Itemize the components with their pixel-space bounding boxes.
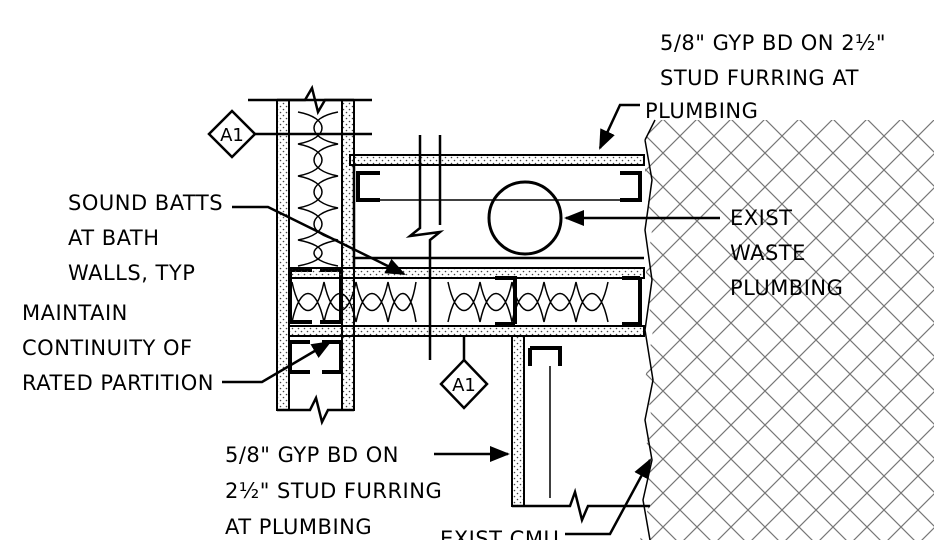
section-tag-top: A1 [207, 109, 257, 159]
svg-text:5/8" GYP BD ON 2½": 5/8" GYP BD ON 2½" [660, 31, 886, 55]
svg-text:AT BATH: AT BATH [68, 226, 160, 250]
lower-furring [511, 335, 650, 524]
plumbing-furring [349, 135, 645, 360]
note-sound-batts: SOUND BATTS AT BATH WALLS, TYP [68, 191, 223, 285]
note-maintain-continuity: MAINTAIN CONTINUITY OF RATED PARTITION [22, 301, 214, 395]
svg-text:A1: A1 [220, 125, 244, 146]
leader-lines [222, 103, 720, 536]
svg-text:WALLS, TYP: WALLS, TYP [68, 261, 195, 285]
svg-text:EXIST: EXIST [730, 206, 793, 230]
batt-insulation-horizontal [291, 281, 609, 323]
svg-text:SOUND BATTS: SOUND BATTS [68, 191, 223, 215]
svg-text:2½" STUD FURRING: 2½" STUD FURRING [225, 479, 442, 503]
svg-text:CONTINUITY OF: CONTINUITY OF [22, 336, 193, 360]
svg-text:PLUMBING: PLUMBING [730, 276, 843, 300]
note-exist-cmu: EXIST CMU [440, 527, 559, 540]
svg-text:STUD FURRING AT: STUD FURRING AT [660, 66, 859, 90]
waste-pipe [487, 180, 563, 256]
svg-text:A1: A1 [452, 375, 476, 396]
horizontal-partition [288, 267, 645, 337]
cmu-wall [640, 119, 934, 540]
svg-text:5/8" GYP BD ON: 5/8" GYP BD ON [225, 443, 399, 467]
svg-text:AT PLUMBING: AT PLUMBING [225, 515, 372, 539]
section-tag-bottom: A1 [439, 336, 489, 410]
svg-text:PLUMBING: PLUMBING [645, 99, 758, 123]
note-waste-plumbing: EXIST WASTE PLUMBING [730, 206, 843, 300]
svg-text:WASTE: WASTE [730, 241, 806, 265]
svg-text:RATED PARTITION: RATED PARTITION [22, 371, 214, 395]
svg-text:MAINTAIN: MAINTAIN [22, 301, 128, 325]
svg-text:EXIST CMU: EXIST CMU [440, 527, 559, 540]
note-gyp-top: 5/8" GYP BD ON 2½" STUD FURRING AT PLUMB… [645, 31, 886, 123]
note-gyp-bottom: 5/8" GYP BD ON 2½" STUD FURRING AT PLUMB… [225, 443, 442, 539]
